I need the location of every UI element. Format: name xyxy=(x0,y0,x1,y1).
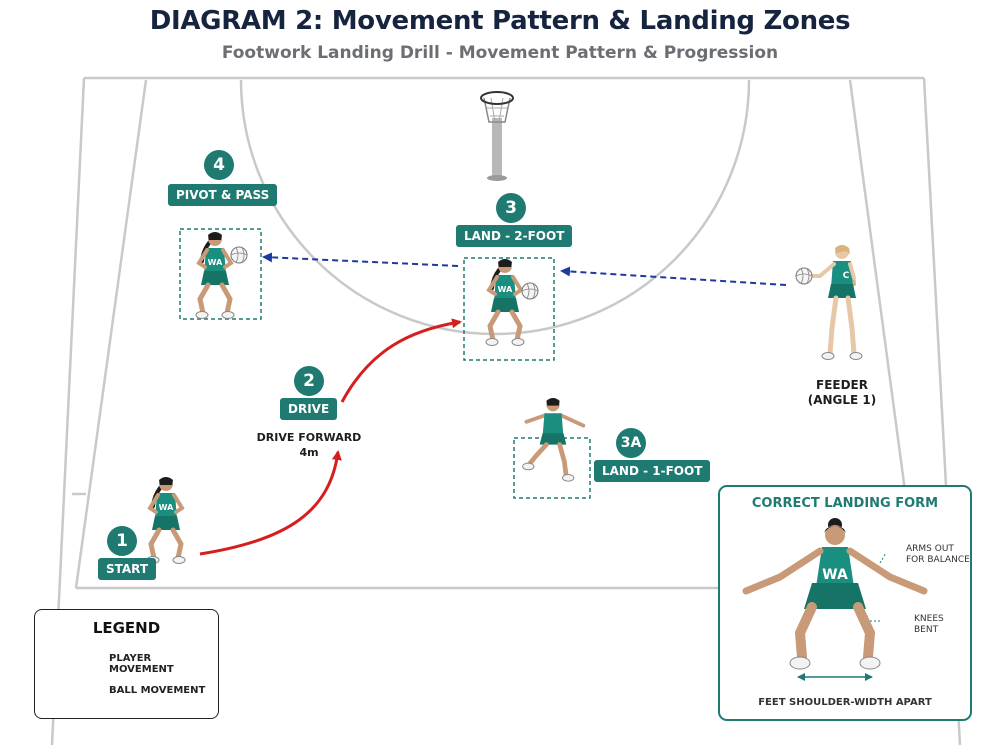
step-number-pivot: 4 xyxy=(204,150,234,180)
ball-movement-arrow-pass xyxy=(262,252,459,267)
step-label-pivot: PIVOT & PASS xyxy=(168,184,278,206)
landing-form-title: CORRECT LANDING FORM xyxy=(751,496,939,511)
player-pivot xyxy=(196,232,248,319)
goal-post xyxy=(480,91,514,181)
step-number-land-1-foot: 3A xyxy=(616,428,646,458)
diagram-title: DIAGRAM 2: Movement Pattern & Landing Zo… xyxy=(149,6,851,36)
diagram-subtitle: Footwork Landing Drill - Movement Patter… xyxy=(221,43,779,63)
knees-bent-line1: KNEES xyxy=(914,614,944,624)
player-movement-arrow-land xyxy=(340,318,462,403)
feeder-label-line2: (ANGLE 1) xyxy=(807,393,877,407)
landing-form-figure: WA xyxy=(742,518,928,681)
drive-note: DRIVE FORWARD 4m xyxy=(254,430,364,460)
step-number-land-2-foot: 3 xyxy=(496,193,526,223)
player-land-1-foot xyxy=(522,398,586,482)
landing-zone-pivot xyxy=(179,228,262,320)
landing-zone-2-foot xyxy=(463,257,555,361)
landing-form-panel: CORRECT LANDING FORM WA ARMS OUT FOR BAL… xyxy=(718,485,972,721)
legend-box: LEGEND PLAYER MOVEMENT BALL MOVEMENT xyxy=(34,609,219,719)
step-label-drive: DRIVE xyxy=(280,398,338,420)
step-label-land-1-foot: LAND - 1-FOOT xyxy=(594,460,711,482)
step-number-drive: 2 xyxy=(294,366,324,396)
arms-out-line2: FOR BALANCE xyxy=(906,555,970,565)
arms-out-note: ARMS OUT FOR BALANCE xyxy=(906,544,970,566)
step-label-land-2-foot: LAND - 2-FOOT xyxy=(456,225,573,247)
legend-player-movement-label: PLAYER MOVEMENT xyxy=(109,653,174,675)
feeder-label: FEEDER (ANGLE 1) xyxy=(800,378,884,408)
landing-form-bib: WA xyxy=(822,567,848,583)
feeder-bib: C xyxy=(843,271,850,281)
player-movement-arrow-drive xyxy=(199,450,342,556)
legend-ball-movement-label: BALL MOVEMENT xyxy=(109,685,206,696)
player-start xyxy=(147,477,185,564)
arms-out-line1: ARMS OUT xyxy=(906,544,954,554)
knees-bent-line2: BENT xyxy=(914,625,939,635)
feet-apart-note: FEET SHOULDER-WIDTH APART xyxy=(758,697,932,708)
drive-note-line1: DRIVE FORWARD xyxy=(256,431,362,444)
drive-note-line2: 4m xyxy=(299,446,319,459)
feeder-player: C xyxy=(795,245,863,360)
feeder-label-line1: FEEDER xyxy=(816,378,868,392)
ball-movement-arrow-feed xyxy=(560,266,787,286)
step-label-start: START xyxy=(98,558,157,580)
step-number-start: 1 xyxy=(107,526,137,556)
knees-bent-note: KNEES BENT xyxy=(914,614,944,636)
legend-title: LEGEND xyxy=(92,619,161,637)
